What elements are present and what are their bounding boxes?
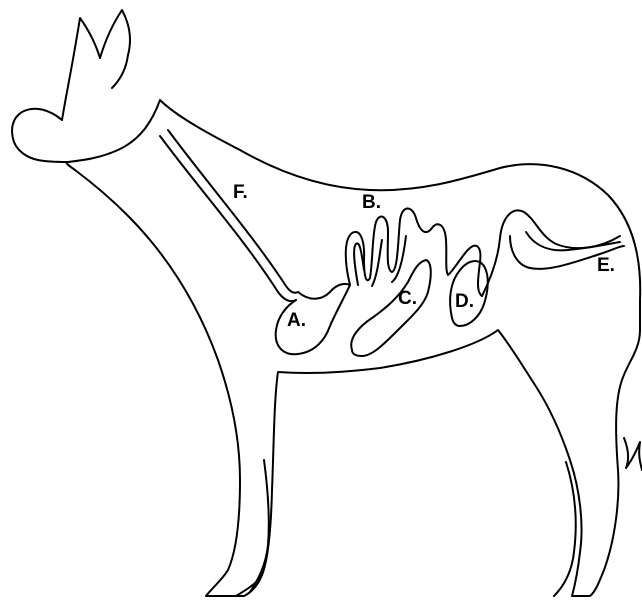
- esophagus-inner: [168, 130, 298, 293]
- label-c: C.: [398, 288, 417, 309]
- hind-leg-inner: [554, 462, 576, 596]
- front-leg-inner: [250, 460, 269, 592]
- label-b: B.: [362, 192, 381, 213]
- label-e: E.: [597, 255, 615, 276]
- ear-left: [62, 18, 100, 120]
- ear-right: [100, 10, 130, 88]
- label-f: F.: [233, 182, 248, 203]
- horse-outline: [12, 100, 640, 596]
- tail-tuft: [624, 438, 642, 470]
- label-d: D.: [455, 291, 474, 312]
- label-a: A.: [287, 310, 306, 331]
- esophagus: [160, 136, 296, 301]
- small-intestine: [346, 208, 482, 296]
- cecum: [351, 260, 431, 356]
